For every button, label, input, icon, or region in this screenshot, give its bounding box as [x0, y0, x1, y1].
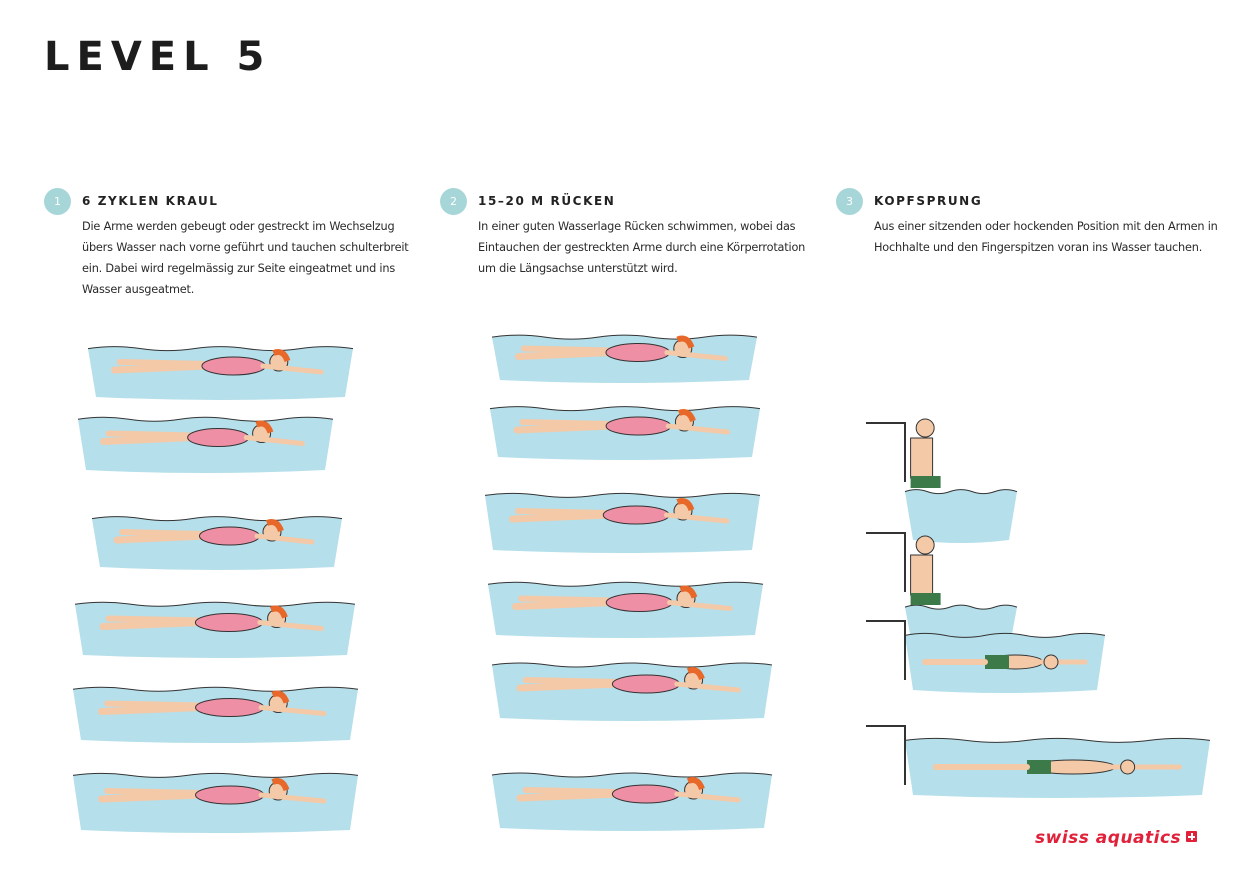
- diver-figure: [904, 737, 1211, 798]
- diving-block: [866, 725, 906, 785]
- swimmer-figure: [77, 416, 334, 473]
- logo-text: swiss aquatics: [1035, 828, 1182, 848]
- kraul-illustration: [74, 590, 356, 658]
- section-description: Die Arme werden gebeugt oder gestreckt i…: [82, 220, 409, 296]
- section-heading: 15–20 M RÜCKEN: [478, 194, 616, 208]
- swimmer-figure: [491, 662, 773, 721]
- diving-block: [866, 422, 906, 482]
- swimmer-figure: [91, 516, 343, 570]
- kraul-illustration: [72, 675, 359, 743]
- swimmer-figure: [87, 346, 354, 400]
- ruecken-illustration: [491, 760, 773, 831]
- ruecken-illustration: [484, 480, 761, 553]
- swimmer-figure: [72, 686, 359, 743]
- section-description: In einer guten Wasserlage Rücken schwimm…: [478, 220, 806, 275]
- diving-block: [866, 532, 906, 592]
- kraul-illustration: [91, 505, 343, 570]
- kopfsprung-illustration: [904, 725, 1211, 798]
- page-title: LEVEL 5: [44, 34, 272, 80]
- diver-figure: [904, 632, 1106, 693]
- swiss-cross-icon: [1186, 831, 1198, 842]
- kraul-illustration: [77, 405, 334, 473]
- ruecken-illustration: [487, 570, 764, 638]
- swimmer-figure: [491, 772, 773, 831]
- ruecken-illustration: [489, 395, 761, 460]
- kopfsprung-illustration: [904, 418, 1018, 543]
- swimmer-figure: [489, 406, 761, 460]
- swimmer-figure: [487, 581, 764, 638]
- kraul-illustration: [72, 760, 359, 833]
- kopfsprung-illustration: [904, 535, 1018, 653]
- diver-figure: [904, 418, 1018, 543]
- swiss-aquatics-logo: swiss aquatics: [1035, 828, 1198, 848]
- swimmer-figure: [74, 601, 356, 658]
- ruecken-illustration: [491, 325, 758, 383]
- section-description: Aus einer sitzenden oder hockenden Posit…: [874, 220, 1218, 254]
- swimmer-figure: [491, 334, 758, 383]
- swimmer-figure: [72, 772, 359, 833]
- swimmer-figure: [484, 492, 761, 553]
- ruecken-illustration: [491, 650, 773, 721]
- section-heading: 6 ZYKLEN KRAUL: [82, 194, 219, 208]
- step-number-badge: 1: [44, 188, 71, 215]
- kraul-illustration: [87, 335, 354, 400]
- step-number-badge: 3: [836, 188, 863, 215]
- section-heading: KOPFSPRUNG: [874, 194, 983, 208]
- diving-block: [866, 620, 906, 680]
- kopfsprung-illustration: [904, 620, 1106, 693]
- step-number-badge: 2: [440, 188, 467, 215]
